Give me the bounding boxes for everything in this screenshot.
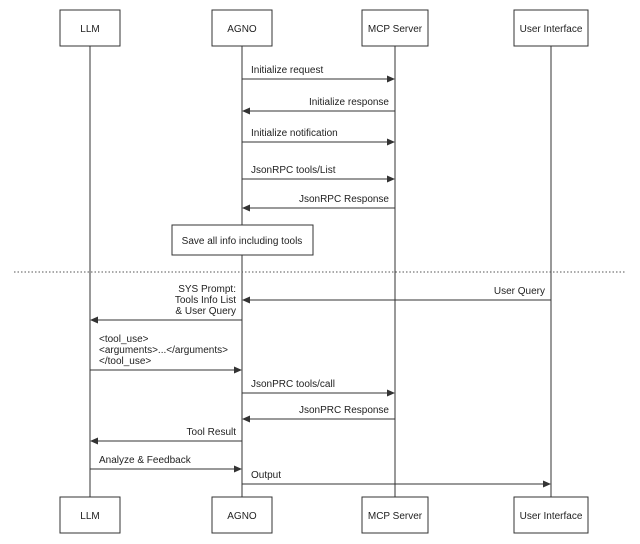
message-8: <tool_use><arguments>...</arguments></to… — [90, 334, 242, 374]
message-label: JsonRPC Response — [299, 194, 389, 205]
participant-user-interface-label: User Interface — [520, 24, 583, 35]
message-label: JsonPRC Response — [299, 405, 389, 416]
message-label: Initialize request — [251, 65, 323, 76]
message-label: Tools Info List — [175, 295, 236, 306]
message-13: Output — [242, 470, 551, 488]
participant-agno-bottom: AGNO — [211, 496, 273, 534]
participant-llm-label-bottom: LLM — [80, 511, 99, 522]
message-label: User Query — [494, 286, 545, 297]
message-label: Initialize notification — [251, 128, 338, 139]
message-label: SYS Prompt: — [178, 284, 236, 295]
participant-agno-label-bottom: AGNO — [227, 511, 257, 522]
message-9: JsonPRC tools/call — [242, 379, 395, 397]
message-label: & User Query — [175, 306, 236, 317]
message-6: User Query — [242, 286, 551, 304]
message-5: JsonRPC Response — [242, 194, 395, 212]
participant-user-interface-top: User Interface — [513, 9, 589, 47]
note-save-info: Save all info including tools — [171, 224, 314, 256]
participant-user-interface-bottom: User Interface — [513, 496, 589, 534]
participant-agno-label: AGNO — [227, 24, 257, 35]
participant-llm-top: LLM — [59, 9, 121, 47]
message-label: Analyze & Feedback — [99, 455, 192, 466]
message-1: Initialize request — [242, 65, 395, 83]
participant-mcp-server-label-bottom: MCP Server — [368, 511, 423, 522]
message-2: Initialize response — [242, 97, 395, 115]
message-label: Initialize response — [309, 97, 389, 108]
message-11: Tool Result — [90, 427, 242, 445]
message-label: <tool_use> — [99, 334, 149, 345]
note-text: Save all info including tools — [182, 236, 303, 247]
arrowhead-icon — [387, 175, 395, 183]
message-label: JsonRPC tools/List — [251, 165, 336, 176]
message-12: Analyze & Feedback — [90, 455, 242, 473]
message-label: JsonPRC tools/call — [251, 379, 335, 390]
message-label: </tool_use> — [99, 356, 151, 367]
participant-agno-top: AGNO — [211, 9, 273, 47]
message-label: <arguments>...</arguments> — [99, 345, 228, 356]
message-3: Initialize notification — [242, 128, 395, 146]
arrowhead-icon — [234, 366, 242, 374]
arrowhead-icon — [387, 389, 395, 397]
participant-mcp-server-label: MCP Server — [368, 24, 423, 35]
message-7: SYS Prompt:Tools Info List& User Query — [90, 284, 242, 324]
arrowhead-icon — [90, 437, 98, 445]
participant-llm-label: LLM — [80, 24, 99, 35]
arrowhead-icon — [242, 204, 250, 212]
message-4: JsonRPC tools/List — [242, 165, 395, 183]
arrowhead-icon — [90, 316, 98, 324]
message-label: Tool Result — [187, 427, 237, 438]
message-label: Output — [251, 470, 281, 481]
participant-llm-bottom: LLM — [59, 496, 121, 534]
participant-user-interface-label-bottom: User Interface — [520, 511, 583, 522]
arrowhead-icon — [387, 138, 395, 146]
participant-mcp-server-top: MCP Server — [361, 9, 429, 47]
arrowhead-icon — [242, 107, 250, 115]
message-10: JsonPRC Response — [242, 405, 395, 423]
participant-mcp-server-bottom: MCP Server — [361, 496, 429, 534]
arrowhead-icon — [543, 480, 551, 488]
arrowhead-icon — [234, 465, 242, 473]
arrowhead-icon — [387, 75, 395, 83]
arrowhead-icon — [242, 415, 250, 423]
arrowhead-icon — [242, 296, 250, 304]
